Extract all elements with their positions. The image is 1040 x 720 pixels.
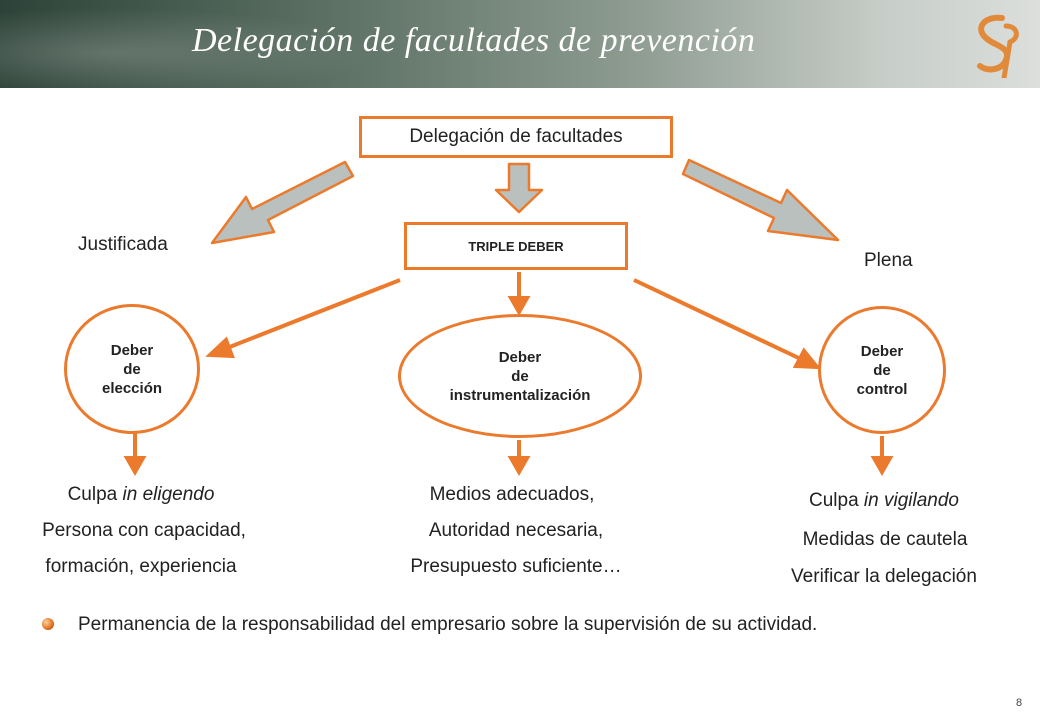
culpa-italic-left: in eligendo [122, 484, 215, 505]
company-logo-icon [977, 14, 1019, 78]
culpa-italic-right: in vigilando [863, 490, 959, 511]
gray-arrow-left [210, 160, 355, 245]
middle-text-line1: Medios adecuados, [429, 484, 595, 505]
oval-eleccion-line3: elección [101, 379, 163, 397]
arrow-to-eleccion [221, 278, 401, 352]
oval-instr-line2: de [511, 367, 529, 385]
oval-deber-eleccion: Deber de elección [64, 304, 200, 434]
arrow-to-control [633, 278, 806, 363]
gray-arrow-down [494, 162, 544, 214]
triple-deber-label: TRIPLE DEBER [468, 238, 564, 254]
oval-instr-line1: Deber [498, 348, 542, 366]
oval-deber-control: Deber de control [818, 306, 946, 434]
oval-control-line2: de [873, 361, 891, 379]
page-number: 8 [1016, 697, 1023, 709]
culpa-in-vigilando: Culpa in vigilando [809, 490, 959, 512]
bullet-icon [42, 618, 54, 630]
globe-background [0, 0, 420, 88]
oval-control-line3: control [856, 380, 908, 398]
page-title: Delegación de facultades de prevención [192, 22, 756, 59]
middle-text-line3: Presupuesto suficiente… [410, 556, 622, 577]
middle-text-line2: Autoridad necesaria, [428, 520, 604, 541]
right-text-line2: Medidas de cautela [802, 529, 968, 550]
header-banner: Delegación de facultades de prevención [0, 0, 1040, 88]
triple-deber-box: TRIPLE DEBER [404, 222, 628, 270]
bullet-text: Permanencia de la responsabilidad del em… [78, 614, 818, 635]
delegacion-box: Delegación de facultades [359, 116, 673, 158]
oval-control-line1: Deber [860, 342, 904, 360]
plena-label: Plena [864, 250, 913, 271]
culpa-in-eligendo: Culpa in eligendo [68, 484, 215, 506]
orange-arrows [123, 272, 894, 477]
culpa-prefix-left: Culpa [67, 484, 123, 505]
culpa-prefix-right: Culpa [809, 490, 864, 511]
oval-eleccion-line1: Deber [110, 341, 154, 359]
gray-arrow-right [681, 158, 840, 242]
justificada-label: Justificada [78, 234, 168, 255]
left-text-line2: Persona con capacidad, [42, 520, 246, 541]
right-text-line3: Verificar la delegación [791, 566, 977, 587]
oval-eleccion-line2: de [123, 360, 141, 378]
oval-instr-line3: instrumentalización [449, 386, 591, 404]
oval-deber-instrumentalizacion: Deber de instrumentalización [398, 314, 642, 438]
delegacion-box-label: Delegación de facultades [409, 126, 623, 147]
left-text-line3: formación, experiencia [45, 556, 237, 577]
